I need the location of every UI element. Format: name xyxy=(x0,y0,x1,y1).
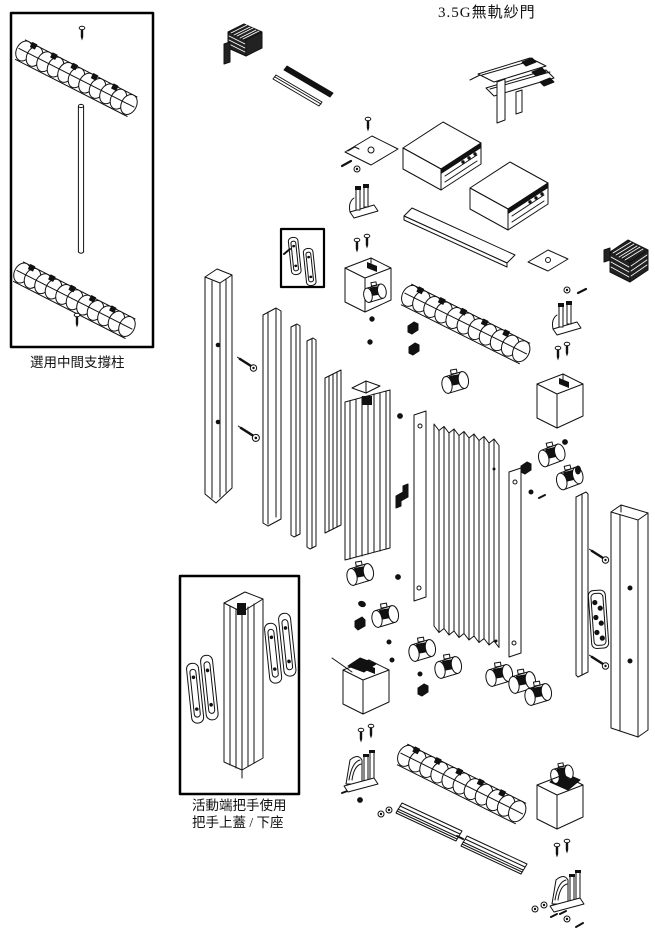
bottom-wedge-bracket-left-part xyxy=(343,749,379,793)
page-title: 3.5G無軌紗門 xyxy=(438,5,536,21)
left-jamb-channel-part xyxy=(205,269,232,503)
small-hardware-parts xyxy=(342,317,581,803)
right-jamb-channel-part xyxy=(611,505,648,737)
right-screw-pair-part xyxy=(554,341,571,361)
glide-strip-pair-part xyxy=(273,66,333,106)
screen-strip-right-part xyxy=(509,468,521,657)
right-bracket-stand-part xyxy=(552,300,582,336)
pleated-screen-part xyxy=(434,424,499,648)
threshold-rail-parts xyxy=(377,803,527,874)
bottom-fastener-set-part xyxy=(531,901,583,927)
support-column-caption: 選用中間支撐柱 xyxy=(30,355,125,370)
ribbed-corner-cap-left-part xyxy=(224,24,262,64)
track-cover-box-2-part xyxy=(469,161,549,231)
ribbed-corner-cap-right-part xyxy=(604,240,648,282)
track-cover-box-1-part xyxy=(402,121,482,191)
right-guide-box-part xyxy=(536,373,584,429)
slat-strip-2-part xyxy=(291,324,300,537)
slat-strip-3-part xyxy=(307,338,316,549)
top-screw-part xyxy=(364,116,372,132)
bottom-guide-box-left-part xyxy=(332,658,390,715)
latch-screw-1-part xyxy=(588,547,610,565)
screen-strip-left-part xyxy=(414,411,426,601)
handle-usage-caption-line2: 把手上蓋 / 下座 xyxy=(192,815,284,830)
top-plate-part xyxy=(345,136,398,165)
bottom-guide-box-right-part xyxy=(536,760,584,830)
handle-usage-caption: 活動端把手使用 把手上蓋 / 下座 xyxy=(192,797,287,831)
bottom-screw-pair-left-part xyxy=(357,723,375,743)
support-rod-part xyxy=(78,104,83,253)
top-carrier-assembly-part xyxy=(470,58,554,123)
slat-strip-1-part xyxy=(263,308,281,526)
top-washer-part xyxy=(353,165,361,173)
latch-plate-part xyxy=(588,590,609,649)
handle-rail-part xyxy=(224,592,263,778)
flat-panel-part xyxy=(404,208,515,267)
mullion-hook-clip-part xyxy=(396,484,408,508)
right-washer-part xyxy=(563,286,571,294)
right-plate-part xyxy=(528,250,568,271)
bottom-screw-pair-right-part xyxy=(553,838,571,858)
top-pin-part xyxy=(342,161,351,166)
right-slat-strip-part xyxy=(576,492,588,677)
bottom-wedge-bracket-right-part xyxy=(549,869,585,913)
left-screw-2-part xyxy=(236,424,261,443)
center-mullion-part xyxy=(345,381,390,560)
center-screw-pair-part xyxy=(353,233,371,253)
upper-bracket-stand-part xyxy=(349,183,379,219)
left-screw-1-part xyxy=(236,355,258,373)
latch-screw-2-part xyxy=(588,653,610,671)
lock-detail-frame xyxy=(281,229,324,287)
right-pin-part xyxy=(578,289,586,293)
slat-strip-4-part xyxy=(325,370,341,533)
handle-usage-caption-line1: 活動端把手使用 xyxy=(192,798,287,813)
